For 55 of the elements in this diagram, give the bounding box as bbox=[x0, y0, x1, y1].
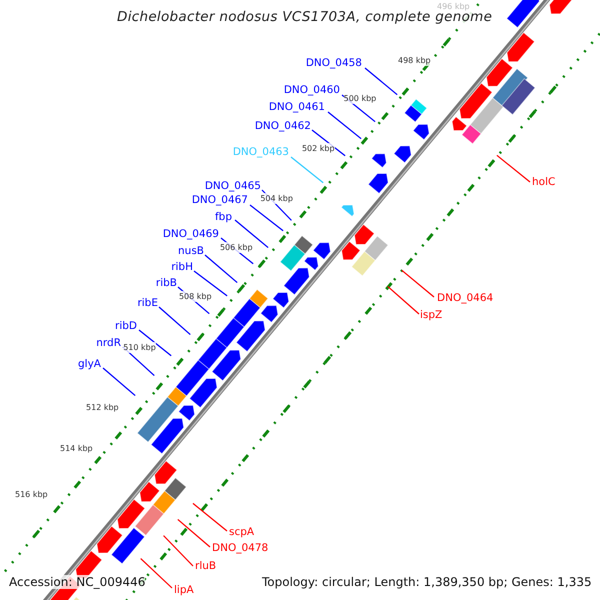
gene-label: ribH bbox=[171, 260, 193, 274]
scale-label: 502 kbp bbox=[302, 143, 335, 154]
gene-label: scpA bbox=[229, 525, 254, 539]
leader-line bbox=[140, 558, 172, 588]
scale-label: 504 kbp bbox=[260, 193, 293, 204]
scale-label: 514 kbp bbox=[60, 443, 93, 454]
leader-line bbox=[250, 204, 284, 232]
scale-label: 506 kbp bbox=[220, 242, 253, 253]
genome-info-text: Topology: circular; Length: 1,389,350 bp; Genes: 1,335 bbox=[262, 575, 592, 589]
gene-label: nrdR bbox=[96, 336, 121, 350]
leader-line bbox=[364, 68, 398, 96]
leader-line bbox=[290, 156, 324, 184]
leader-line bbox=[192, 502, 228, 532]
gene-label: ribE bbox=[137, 296, 158, 310]
leader-line bbox=[387, 286, 420, 314]
scale-label: 512 kbp bbox=[86, 402, 119, 414]
leader-line bbox=[312, 130, 346, 156]
gene-label: fbp bbox=[214, 210, 232, 224]
gene-label: glyA bbox=[78, 357, 101, 371]
gene-label: holC bbox=[532, 175, 556, 189]
gene-label: rluB bbox=[195, 559, 216, 573]
leader-line bbox=[102, 368, 136, 396]
gene-label: nusB bbox=[178, 244, 204, 258]
gene-label: ispZ bbox=[420, 308, 442, 322]
leader-line bbox=[496, 154, 530, 182]
gene-label: DNO_0469 bbox=[162, 227, 219, 241]
gene-label: DNO_0467 bbox=[192, 193, 248, 207]
gene-label: ribD bbox=[115, 319, 137, 333]
gene-label: DNO_0460 bbox=[284, 83, 340, 97]
accession-text: Accession: NC_009446 bbox=[9, 575, 146, 589]
scale-label: 516 kbp bbox=[15, 489, 48, 500]
leader-line bbox=[328, 112, 362, 140]
leader-line bbox=[204, 254, 238, 284]
scale-label: 498 kbp bbox=[398, 55, 431, 66]
leader-line bbox=[158, 306, 191, 336]
leader-line bbox=[401, 270, 434, 298]
scale-label: 496 kbp bbox=[437, 1, 470, 12]
gene-label: ribB bbox=[156, 276, 177, 290]
leader-line bbox=[138, 330, 172, 356]
gene-label: DNO_0461 bbox=[268, 100, 325, 114]
scale-label: 508 kbp bbox=[178, 290, 212, 302]
scale-label: 510 kbp bbox=[123, 342, 156, 353]
gene-label: DNO_0463 bbox=[232, 145, 289, 159]
gene-label: DNO_0478 bbox=[212, 541, 268, 555]
leader-line bbox=[194, 270, 228, 296]
gene-label: DNO_0465 bbox=[204, 179, 261, 193]
gene-label: lipA bbox=[174, 583, 194, 597]
map-title: Dichelobacter nodosus VCS1703A, complete genome bbox=[117, 10, 492, 24]
leader-line bbox=[177, 518, 210, 548]
leader-line bbox=[234, 220, 268, 248]
gene-label: DNO_0458 bbox=[306, 56, 362, 70]
gene-label: DNO_0462 bbox=[254, 119, 311, 133]
scale-label: 500 kbp bbox=[344, 93, 376, 104]
leader-line bbox=[163, 535, 194, 566]
gene-label: DNO_0464 bbox=[437, 291, 494, 305]
